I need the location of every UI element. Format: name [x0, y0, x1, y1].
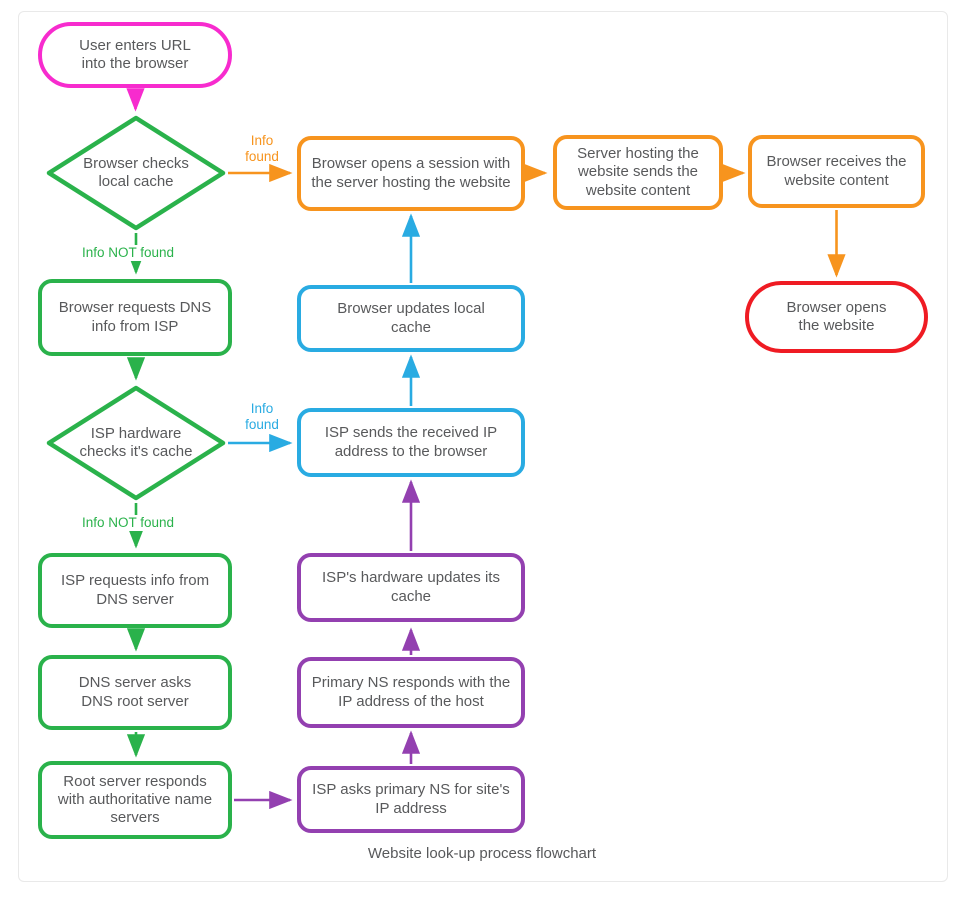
node-browser-receives: Browser receives the website content	[748, 135, 925, 208]
node-isp-checks-cache: ISP hardware checks it's cache	[46, 385, 226, 501]
node-opens-session: Browser opens a session with the server …	[297, 136, 525, 211]
node-dns-asks-root: DNS server asks DNS root server	[38, 655, 232, 730]
edge-label-info-found-orange: Info found	[245, 133, 279, 165]
node-browser-requests-dns: Browser requests DNS info from ISP	[38, 279, 232, 356]
node-end-label: Browser opens the website	[786, 298, 887, 334]
node-root-responds-label: Root server responds with authoritative …	[57, 772, 213, 827]
diamond-shape	[46, 385, 226, 501]
edge-label-info-found-blue: Info found	[245, 401, 279, 433]
node-browser-checks-cache-label: Browser checks local cache	[83, 154, 189, 190]
node-isp-updates-cache-label: ISP's hardware updates its cache	[322, 569, 500, 605]
diamond-shape	[46, 115, 226, 231]
node-isp-requests-info-label: ISP requests info from DNS server	[60, 572, 210, 608]
node-opens-session-label: Browser opens a session with the server …	[311, 155, 511, 191]
node-updates-local-cache-label: Browser updates local cache	[337, 300, 485, 336]
node-isp-sends-ip: ISP sends the received IP address to the…	[297, 408, 525, 477]
node-primary-ns-responds: Primary NS responds with the IP address …	[297, 657, 525, 728]
diagram-caption: Website look-up process flowchart	[367, 845, 597, 862]
node-asks-primary-ns: ISP asks primary NS for site's IP addres…	[297, 766, 525, 833]
node-primary-ns-responds-label: Primary NS responds with the IP address …	[311, 674, 511, 710]
node-server-sends-content: Server hosting the website sends the web…	[553, 135, 723, 210]
node-browser-requests-dns-label: Browser requests DNS info from ISP	[58, 299, 212, 335]
edge-label-info-not-found-1: Info NOT found	[72, 245, 184, 262]
node-updates-local-cache: Browser updates local cache	[297, 285, 525, 352]
edge-label-info-not-found-2: Info NOT found	[72, 515, 184, 532]
node-browser-checks-cache: Browser checks local cache	[46, 115, 226, 231]
diagram-border	[18, 11, 948, 882]
node-isp-checks-cache-label: ISP hardware checks it's cache	[79, 424, 193, 460]
node-isp-sends-ip-label: ISP sends the received IP address to the…	[324, 424, 498, 460]
node-browser-receives-label: Browser receives the website content	[766, 153, 907, 189]
node-isp-requests-info: ISP requests info from DNS server	[38, 553, 232, 628]
node-server-sends-content-label: Server hosting the website sends the web…	[577, 145, 699, 199]
node-isp-updates-cache: ISP's hardware updates its cache	[297, 553, 525, 622]
node-start-label: User enters URL into the browser	[79, 36, 191, 72]
node-root-responds: Root server responds with authoritative …	[38, 761, 232, 839]
node-asks-primary-ns-label: ISP asks primary NS for site's IP addres…	[312, 781, 510, 817]
node-start: User enters URL into the browser	[38, 22, 232, 88]
node-dns-asks-root-label: DNS server asks DNS root server	[78, 674, 192, 710]
node-end: Browser opens the website	[745, 281, 928, 353]
